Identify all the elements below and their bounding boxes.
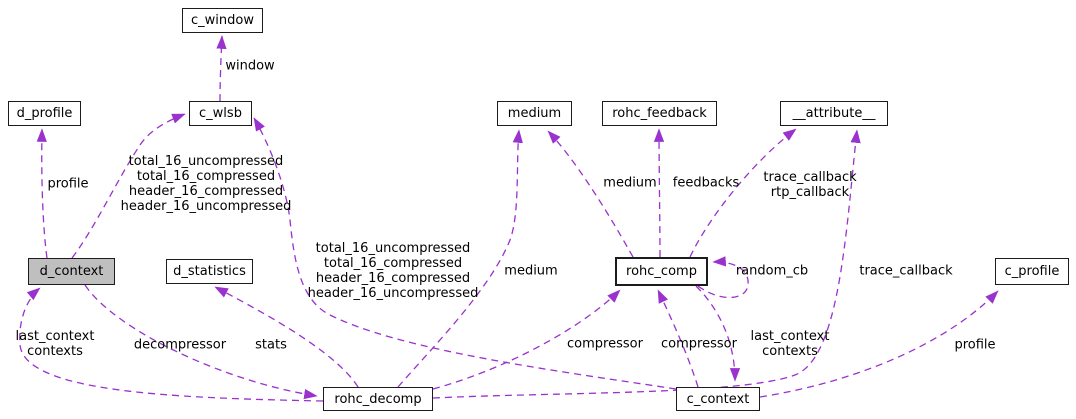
node-rohc_feedback[interactable]: rohc_feedback <box>602 101 717 126</box>
node-__attribute__[interactable]: __attribute__ <box>780 101 888 126</box>
edge-rohc_comp-to-medium <box>547 130 634 258</box>
edge-c_wlsb-to-c_window <box>216 35 227 102</box>
edge-rohc_decomp-to-rohc_comp <box>432 289 621 390</box>
node-c_window[interactable]: c_window <box>182 8 263 33</box>
edge-c_context-to-c_profile <box>759 290 999 398</box>
edge-rohc_comp-to-__attribute__ <box>689 128 797 258</box>
edge-d_context-to-rohc_decomp <box>84 284 318 400</box>
edge-rohc_comp-to-rohc_comp <box>697 256 749 299</box>
node-c_profile[interactable]: c_profile <box>995 258 1069 285</box>
edge-d_context-to-d_profile <box>36 128 48 259</box>
node-d_statistics[interactable]: d_statistics <box>166 259 253 284</box>
edge-rohc_decomp-to-__attribute__ <box>432 129 861 399</box>
edge-rohc_decomp-to-d_context <box>19 287 324 402</box>
node-rohc_decomp[interactable]: rohc_decomp <box>323 387 433 411</box>
edge-rohc_decomp-to-medium <box>397 129 523 388</box>
edge-rohc_comp-to-rohc_feedback <box>653 128 665 258</box>
node-medium[interactable]: medium <box>497 101 572 126</box>
edge-rohc_comp-to-c_context <box>695 285 741 382</box>
edge-c_context-to-c_wlsb <box>253 117 677 390</box>
node-c_wlsb[interactable]: c_wlsb <box>189 101 252 126</box>
edge-c_context-to-rohc_comp <box>657 289 699 388</box>
node-d_profile[interactable]: d_profile <box>8 101 81 126</box>
node-d_context[interactable]: d_context <box>28 258 115 285</box>
node-c_context[interactable]: c_context <box>676 387 760 411</box>
edge-d_context-to-c_wlsb <box>71 113 186 259</box>
node-rohc_comp[interactable]: rohc_comp <box>615 257 708 286</box>
edge-rohc_decomp-to-d_statistics <box>214 286 359 388</box>
